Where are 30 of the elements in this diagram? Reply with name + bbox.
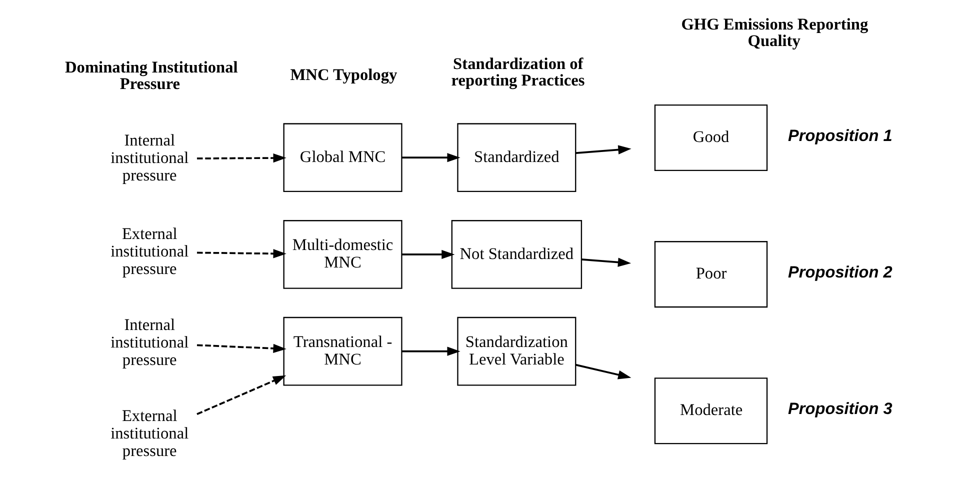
arrow xyxy=(196,249,286,258)
arrow xyxy=(581,258,632,267)
node-box: Not Standardized xyxy=(451,220,582,289)
node-box: Global MNC xyxy=(283,123,402,192)
node-label: Proposition 2 xyxy=(788,263,892,282)
label: Standardization of reporting Practices xyxy=(451,54,585,90)
node-label: Proposition 3 xyxy=(788,400,892,418)
label: GHG Emissions Reporting Quality xyxy=(681,14,868,50)
arrow xyxy=(196,375,286,415)
label: Dominating Institutional Pressure xyxy=(65,58,238,93)
node-box: Moderate xyxy=(654,378,768,444)
arrow xyxy=(196,153,286,163)
label: MNC Typology xyxy=(290,65,398,84)
arrow xyxy=(402,250,455,260)
arrow xyxy=(576,145,632,154)
arrow xyxy=(402,153,460,162)
arrow xyxy=(402,346,460,356)
node-box: Poor xyxy=(654,241,768,308)
node-text: Internal institutional pressure xyxy=(110,130,189,185)
node-box: Multi-domestic MNC xyxy=(283,220,402,289)
node-text: External institutional pressure xyxy=(110,224,189,278)
node-box: Good xyxy=(654,104,768,172)
node-box: Standardized xyxy=(457,123,576,192)
node-text: Internal institutional pressure xyxy=(110,314,189,369)
node-label: Proposition 1 xyxy=(788,126,892,145)
arrow xyxy=(576,364,632,380)
arrow xyxy=(196,344,286,353)
node-text: External institutional pressure xyxy=(110,406,189,460)
node-box: Transnational - MNC xyxy=(283,316,402,386)
node-box: Standardization Level Variable xyxy=(457,316,576,386)
